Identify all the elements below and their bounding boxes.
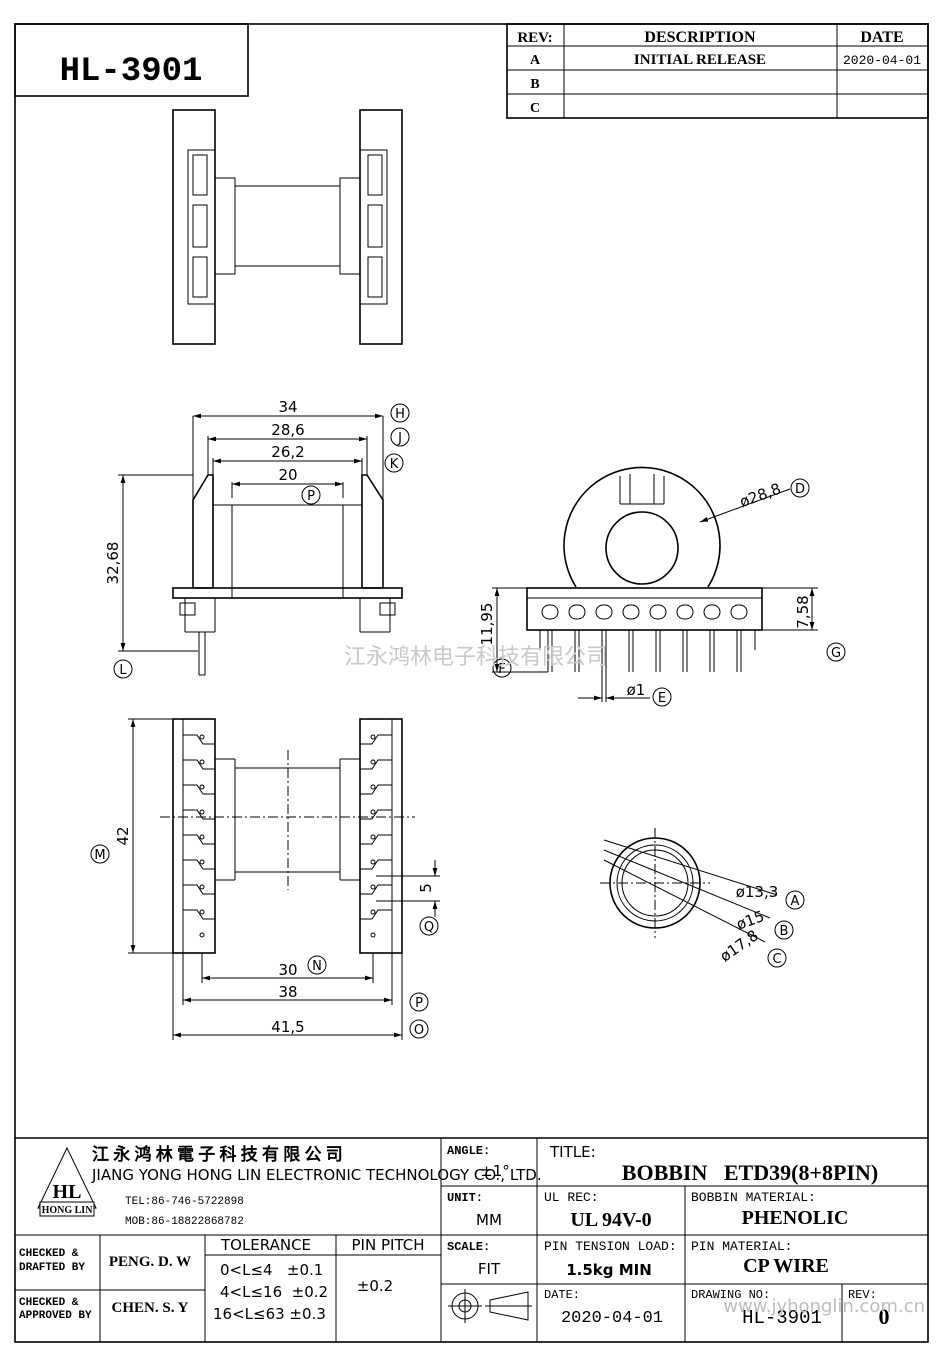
pin-tension-value: 1.5kg MIN [566, 1261, 652, 1279]
dim-11-95: 11,95 [478, 603, 496, 646]
dim-41-5: 41,5 [271, 1018, 304, 1036]
dim-26-2: 26,2 [271, 443, 304, 461]
label-E: E [658, 691, 666, 706]
date-header: DATE [860, 29, 903, 46]
rev-c: C [530, 101, 540, 116]
checked-approved-label-1: CHECKED & [19, 1297, 79, 1309]
side-view: 34 28,6 26,2 20 32,68 H J K P L [104, 398, 410, 679]
unit-label: UNIT: [447, 1191, 483, 1205]
angle-label: ANGLE: [447, 1144, 490, 1158]
label-P-bottom: P [415, 996, 423, 1011]
date-label: DATE: [544, 1288, 580, 1302]
tolerance-row-1: 0<L≤4 ±0.1 [220, 1261, 323, 1279]
dim-20: 20 [278, 466, 297, 484]
title-label: TITLE: [549, 1143, 596, 1161]
drawing-no-value: HL-3901 [742, 1307, 822, 1329]
label-B: B [780, 924, 789, 939]
drawing-border [14, 23, 929, 1343]
dim-5: 5 [417, 883, 435, 893]
label-F: F [498, 662, 505, 677]
dim-28-6: 28,6 [271, 421, 304, 439]
top-view [172, 109, 403, 345]
revision-table: REV: DESCRIPTION DATE A INITIAL RELEASE … [506, 23, 929, 119]
description-header: DESCRIPTION [644, 29, 756, 46]
dim-32-68: 32,68 [104, 542, 122, 585]
dim-38: 38 [278, 983, 297, 1001]
pin-pitch-label: PIN PITCH [352, 1236, 425, 1254]
label-G: G [831, 646, 841, 661]
logo-sub: HONG LIN [42, 1205, 94, 1216]
rev-a: A [530, 53, 541, 68]
label-N: N [312, 959, 322, 974]
tolerance-row-2: 4<L≤16 ±0.2 [220, 1283, 328, 1301]
pin-material-label: PIN MATERIAL: [691, 1239, 792, 1254]
pin-material-value: CP WIRE [743, 1255, 829, 1277]
dim-7-58: 7,58 [794, 595, 812, 628]
company-name-cn: 江 永 鸿 林 電 子 科 技 有 限 公 司 [92, 1144, 343, 1164]
projection-symbol-icon [448, 1289, 532, 1323]
ul-value: UL 94V-0 [570, 1209, 651, 1231]
label-J: J [397, 431, 402, 446]
label-D: D [795, 482, 805, 497]
company-mob: MOB:86-18822868782 [125, 1216, 244, 1228]
unit-value: MM [476, 1211, 502, 1229]
part-number-text: HL-3901 [60, 53, 203, 91]
bottom-view: 42 M 5 Q 30 38 41,5 N P O [90, 718, 440, 1040]
rev-a-date: 2020-04-01 [843, 53, 921, 68]
bobbin-material-label: BOBBIN MATERIAL: [691, 1190, 816, 1205]
checked-drafted-label-1: CHECKED & [19, 1248, 79, 1260]
company-name-en: JIANG YONG HONG LIN ELECTRONIC TECHNOLOG… [91, 1166, 542, 1184]
label-P-side: P [307, 489, 315, 504]
label-M: M [94, 848, 105, 863]
label-O: O [414, 1023, 424, 1038]
drawing-no-label: DRAWING NO: [691, 1288, 770, 1302]
title-block: HL HONG LIN 江 永 鸿 林 電 子 科 技 有 限 公 司 JIAN… [15, 1137, 928, 1342]
corner-watermark: www.jyhonglin.com.cn [723, 1296, 925, 1317]
pin-pitch-value: ±0.2 [357, 1277, 393, 1295]
label-Q: Q [424, 920, 434, 935]
checked-drafted-label-2: DRAFTED BY [19, 1262, 85, 1274]
title-value: BOBBIN ETD39(8+8PIN) [622, 1160, 878, 1185]
checked-drafted-name: PENG. D. W [109, 1254, 191, 1270]
scale-label: SCALE: [447, 1240, 490, 1254]
dim-42: 42 [114, 826, 132, 845]
watermark: 江永鸿林电子科技有限公司 [344, 645, 608, 670]
pin-tension-label: PIN TENSION LOAD: [544, 1239, 677, 1254]
tolerance-row-3: 16<L≤63 ±0.3 [213, 1305, 326, 1323]
rev-a-description: INITIAL RELEASE [634, 52, 766, 68]
tolerance-label: TOLERANCE [220, 1236, 311, 1254]
front-view: ø28,8 D 11,95 F 7,58 G [478, 466, 846, 707]
logo-text: HL [53, 1181, 82, 1203]
checked-approved-label-2: APPROVED BY [19, 1310, 92, 1322]
dim-pin-dia: ø1 [627, 681, 646, 699]
label-L: L [119, 663, 127, 678]
bobbin-material-value: PHENOLIC [742, 1207, 849, 1229]
dim-34: 34 [278, 398, 297, 416]
rev-label: REV: [848, 1288, 877, 1302]
ul-label: UL REC: [544, 1190, 599, 1205]
rev-value: 0 [879, 1304, 890, 1329]
company-tel: TEL:86-746-5722898 [125, 1196, 244, 1208]
label-K: K [390, 457, 399, 472]
label-H: H [395, 407, 405, 422]
dim-13-3: ø13,3 [736, 883, 779, 901]
label-A: A [791, 894, 800, 909]
angle-value: ±1° [480, 1162, 510, 1180]
dim-30: 30 [278, 961, 297, 979]
scale-value: FIT [478, 1260, 501, 1278]
part-number-box: HL-3901 [14, 23, 249, 97]
section-view: ø13,3 ø15 ø17,8 A B C [600, 828, 805, 968]
label-C: C [772, 952, 781, 967]
checked-approved-name: CHEN. S. Y [112, 1300, 189, 1316]
rev-header: REV: [517, 30, 552, 46]
rev-b: B [530, 77, 539, 92]
date-value: 2020-04-01 [561, 1309, 663, 1328]
dim-dia-28-8: ø28,8 [737, 480, 783, 511]
